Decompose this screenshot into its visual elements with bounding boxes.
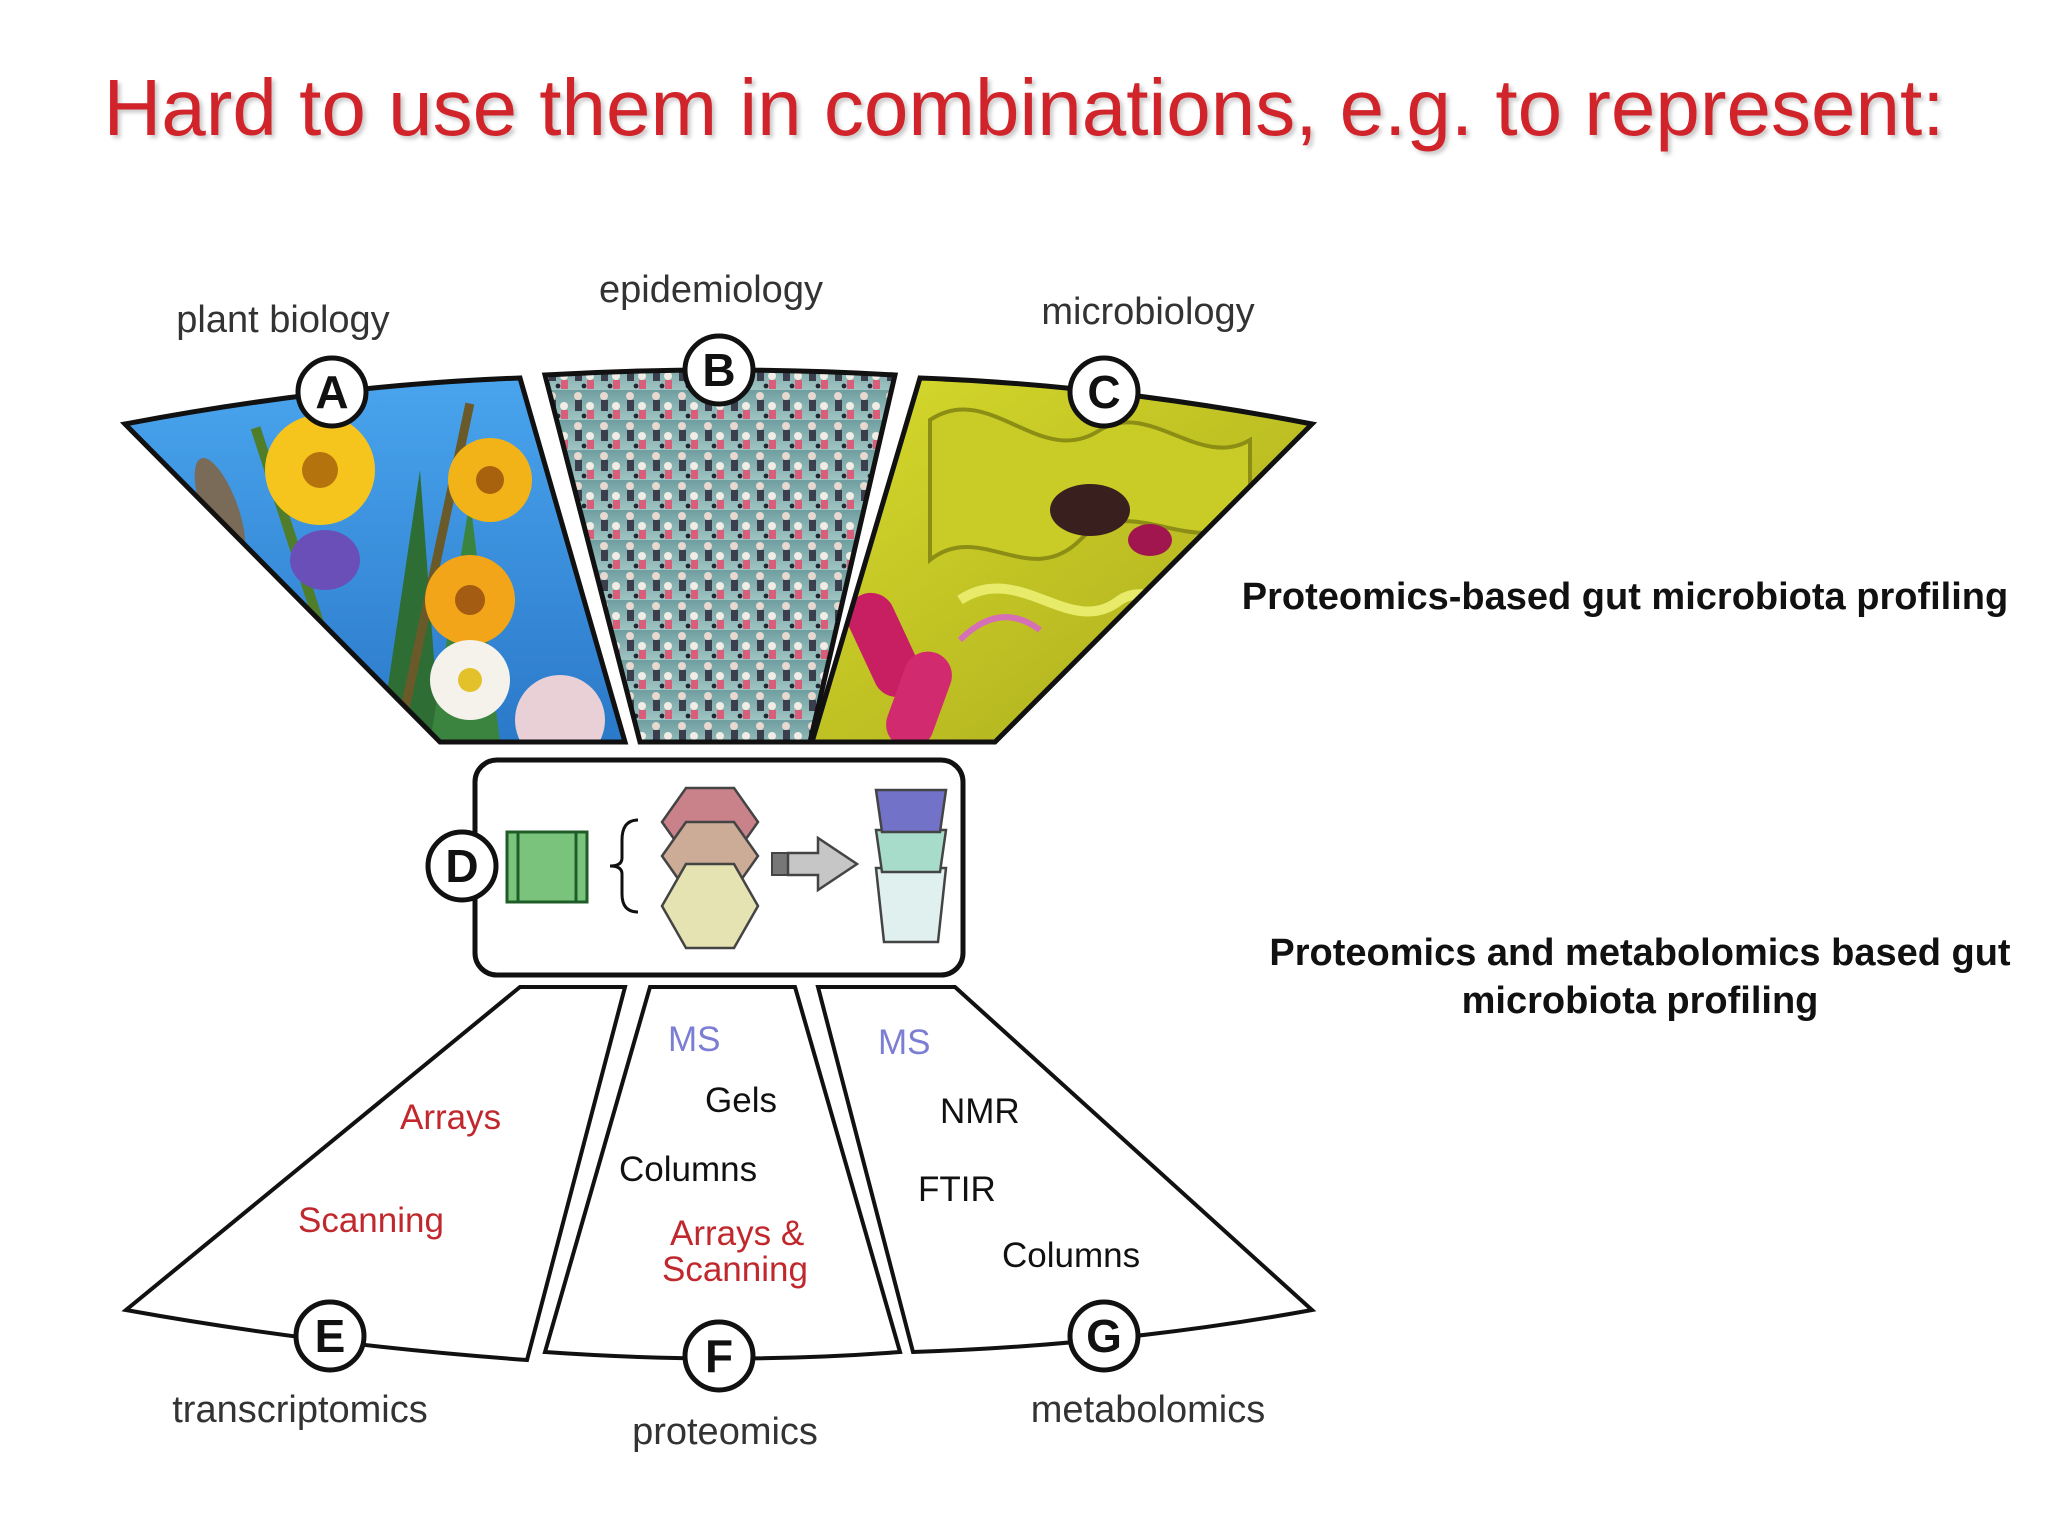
letter-badge-g: G (1067, 1299, 1141, 1373)
arrow-right-icon (771, 835, 860, 893)
method-ms: MS (668, 1020, 721, 1059)
brace-icon (609, 818, 639, 914)
svg-text:B: B (702, 344, 735, 396)
method-nmr: NMR (940, 1092, 1020, 1131)
method-columns: Columns (619, 1150, 757, 1189)
callout-proteomics-profiling: Proteomics-based gut microbiota profilin… (1241, 576, 2009, 618)
hexagon-icon (660, 862, 760, 950)
method-ms: MS (878, 1023, 931, 1062)
label-microbiology: microbiology (1041, 291, 1254, 333)
method-arrays: Arrays (400, 1098, 501, 1137)
method-scanning: Scanning (298, 1201, 444, 1240)
cup-icon (874, 828, 948, 874)
method-arrays-and: Arrays & (670, 1214, 804, 1253)
letter-badge-b: B (682, 333, 756, 407)
label-epidemiology: epidemiology (599, 269, 823, 311)
method-gels: Gels (705, 1081, 777, 1120)
letter-badge-c: C (1067, 355, 1141, 429)
svg-text:F: F (705, 1330, 733, 1382)
method-scanning: Scanning (662, 1250, 808, 1289)
letter-badge-a: A (295, 355, 369, 429)
letter-badge-e: E (293, 1299, 367, 1373)
method-ftir: FTIR (918, 1170, 996, 1209)
svg-text:D: D (445, 840, 478, 892)
letter-badge-d: D (425, 829, 499, 903)
letter-badge-f: F (682, 1319, 756, 1393)
label-transcriptomics: transcriptomics (172, 1389, 428, 1431)
svg-text:C: C (1087, 366, 1120, 418)
sample-block-icon (505, 830, 589, 904)
svg-text:G: G (1086, 1310, 1122, 1362)
panel-d-methods (472, 757, 966, 978)
slide-title: Hard to use them in combinations, e.g. t… (103, 63, 1945, 152)
svg-text:A: A (315, 366, 348, 418)
callout-proteomics-metabolomics-profiling: Proteomics and metabolomics based gut mi… (1269, 932, 2011, 1022)
cup-icon (874, 866, 948, 944)
panel-e-transcriptomics (121, 985, 628, 1363)
method-columns: Columns (1002, 1236, 1140, 1275)
label-metabolomics: metabolomics (1031, 1389, 1265, 1431)
label-proteomics: proteomics (632, 1411, 818, 1453)
cup-icon (874, 788, 948, 834)
svg-text:E: E (315, 1310, 346, 1362)
label-plant-biology: plant biology (176, 299, 389, 341)
